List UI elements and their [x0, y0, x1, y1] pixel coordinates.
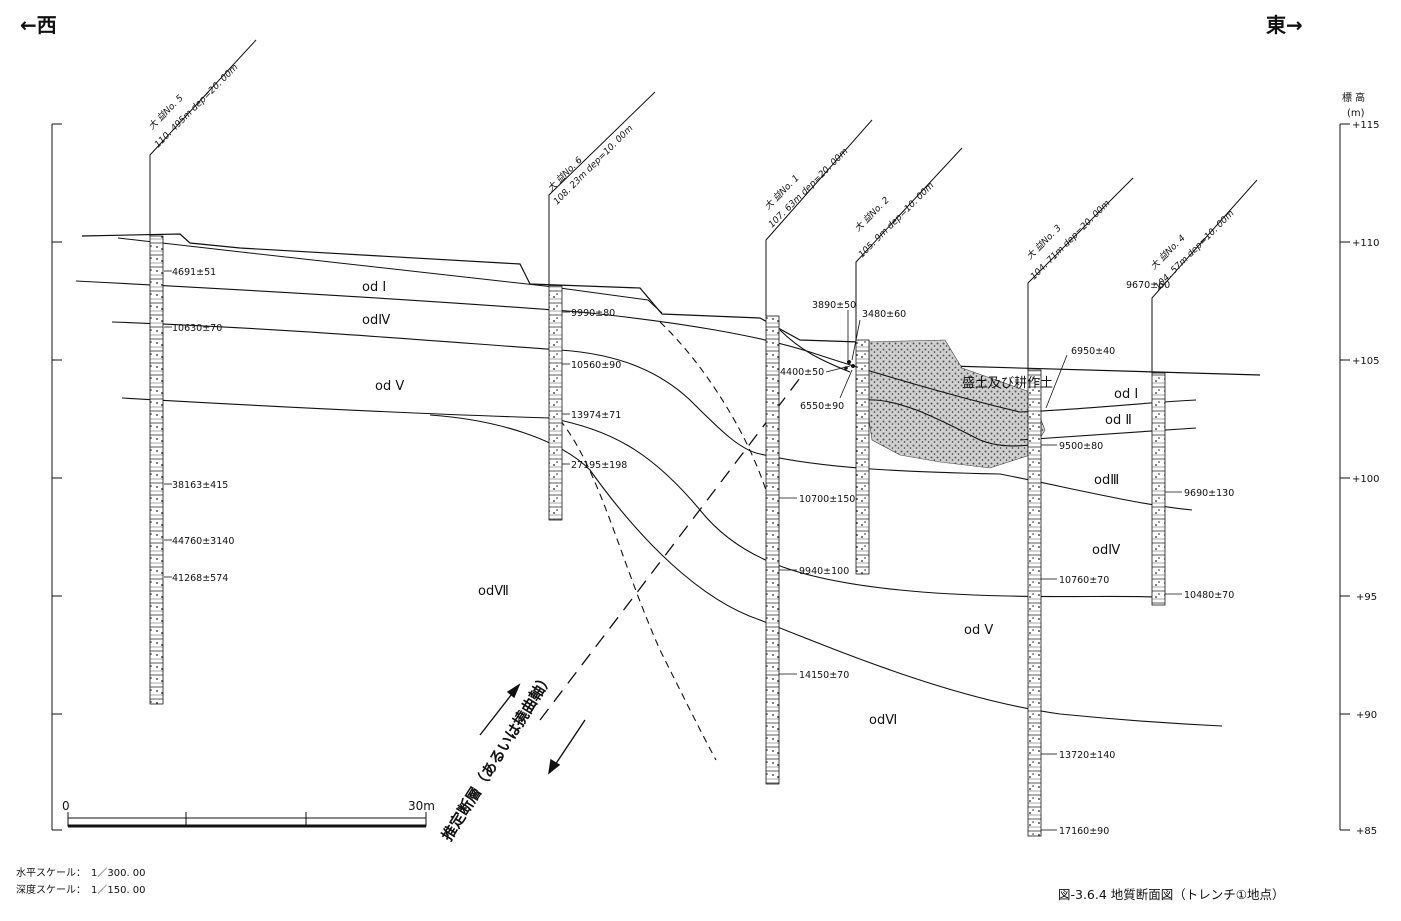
depth-scale-note: 深度スケール： 1／150. 00: [16, 883, 146, 896]
age-label: 6550±90: [800, 401, 844, 412]
scale-end-label: 30m: [408, 799, 435, 813]
figure-caption: 図-3.6.4 地質断面図（トレンチ①地点）: [1058, 887, 1285, 902]
unit-label: odⅥ: [869, 713, 897, 728]
borehole-info: 108. 23m dep=10. 00m: [552, 124, 636, 208]
age-label: 6950±40: [1071, 346, 1115, 357]
unit-label: od Ⅱ: [1105, 413, 1132, 428]
unit-label: odⅦ: [478, 584, 509, 599]
axis-title: 標 高: [1342, 91, 1365, 104]
elevation-axis: 標 高 (m) +115 +110 +105 +100 +95 +90 +85: [1339, 91, 1379, 837]
boundary-fill-base: [865, 399, 1031, 447]
age-label: 4691±51: [172, 267, 216, 278]
boundary-odII: [1019, 427, 1197, 441]
age-label: 9990±80: [571, 308, 615, 319]
scale-bar: 0 30m: [62, 799, 435, 828]
boundary-odIV-top: [111, 321, 1193, 511]
borehole-column: [1151, 372, 1166, 606]
age-label: 3480±60: [862, 309, 906, 320]
borehole-column: [855, 339, 870, 575]
sample-points: [844, 360, 855, 370]
age-label: 9690±130: [1184, 488, 1234, 499]
tick-label: +95: [1356, 592, 1377, 603]
borehole-column: [765, 315, 780, 785]
borehole-columns: [149, 235, 1166, 837]
age-label: 10760±70: [1059, 575, 1109, 586]
borehole-headers: 大 益No. 5 110. 495m dep=20. 00m 大 益No. 6 …: [146, 63, 1236, 293]
unit-label: odⅣ: [1092, 543, 1120, 558]
boundary-trench-inner: [779, 329, 851, 373]
unit-label: od Ⅰ: [1114, 387, 1138, 402]
age-label: 3890±50: [812, 300, 856, 311]
estimated-fault-line: [539, 377, 801, 721]
ground-surface-upper: [117, 237, 663, 314]
fill-soil-mass: [865, 339, 1046, 469]
age-label: 10560±90: [571, 360, 621, 371]
axis-unit: (m): [1347, 108, 1365, 119]
age-label: 9500±80: [1059, 441, 1103, 452]
unit-labels: od Ⅰ odⅣ od Ⅴ odⅦ 盛土及び耕作土 od Ⅰ od Ⅱ odⅢ …: [362, 280, 1138, 728]
age-label: 4400±50: [780, 367, 824, 378]
borehole-column: [1027, 369, 1042, 837]
radiocarbon-ages: 4691±51 10630±70 38163±415 44760±3140 41…: [172, 267, 1234, 837]
age-label: 13720±140: [1059, 750, 1115, 761]
west-label: ←西: [20, 13, 57, 37]
age-label: 10630±70: [172, 323, 222, 334]
boundary-odVII-deep: [559, 419, 717, 761]
tick-label: +105: [1352, 356, 1379, 367]
unit-label: od Ⅴ: [964, 623, 993, 638]
unit-label: od Ⅴ: [375, 379, 404, 394]
age-label: 9670±60: [1126, 280, 1170, 291]
tick-label: +85: [1356, 826, 1377, 837]
borehole-column: [149, 235, 164, 705]
age-label: 44760±3140: [172, 536, 234, 547]
borehole-column: [548, 285, 563, 521]
left-frame: [51, 123, 62, 831]
age-label: 27195±198: [571, 460, 627, 471]
age-label: 10480±70: [1184, 590, 1234, 601]
fault-arrows: [479, 683, 586, 775]
borehole-leaders: [149, 39, 1258, 373]
tick-label: +90: [1356, 710, 1377, 721]
unit-label: od Ⅰ: [362, 280, 386, 295]
age-label: 10700±150: [799, 494, 855, 505]
fault-label: 推定断層（あるいは撓曲軸）: [438, 669, 557, 844]
horizontal-scale-note: 水平スケール： 1／300. 00: [16, 867, 146, 879]
age-label: 17160±90: [1059, 826, 1109, 837]
unit-label: odⅣ: [362, 313, 390, 328]
east-label: 東→: [1266, 13, 1303, 37]
boundary-odVI-deep: [659, 321, 776, 521]
age-label: 38163±415: [172, 480, 228, 491]
unit-label: odⅢ: [1094, 473, 1119, 488]
age-label: 9940±100: [799, 566, 849, 577]
age-label: 13974±71: [571, 410, 621, 421]
unit-label: 盛土及び耕作土: [962, 375, 1053, 391]
scale-start-label: 0: [62, 799, 70, 813]
tick-label: +100: [1352, 474, 1379, 485]
tick-label: +110: [1352, 238, 1379, 249]
age-label: 14150±70: [799, 670, 849, 681]
tick-label: +115: [1352, 120, 1379, 131]
age-label: 41268±574: [172, 573, 228, 584]
strata-boundaries: [75, 280, 1223, 761]
